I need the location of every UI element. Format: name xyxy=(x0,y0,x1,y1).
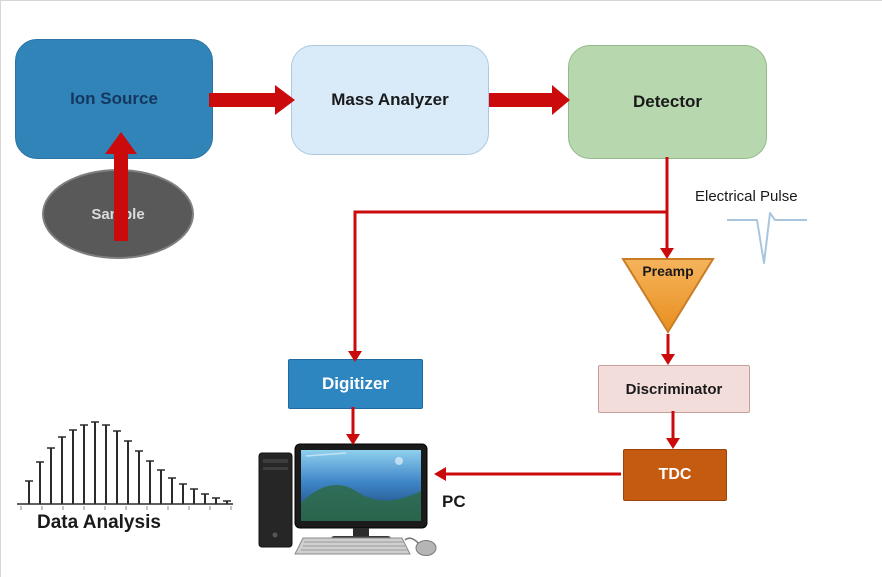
pc-label: PC xyxy=(442,492,466,511)
ion-source-label: Ion Source xyxy=(70,89,158,108)
tdc-label: TDC xyxy=(658,466,692,483)
pc-graphic xyxy=(258,443,437,556)
electrical-pulse-label: Electrical Pulse xyxy=(695,188,798,205)
node-sample: Sample xyxy=(42,169,194,259)
node-tdc: TDC xyxy=(623,449,727,501)
preamp-label: Preamp xyxy=(642,263,694,279)
node-ion-source: Ion Source xyxy=(15,39,213,159)
detector-label: Detector xyxy=(633,92,702,111)
pulse-waveform-icon xyxy=(727,212,807,264)
mass-analyzer-label: Mass Analyzer xyxy=(331,90,449,109)
node-mass-analyzer: Mass Analyzer xyxy=(291,45,489,155)
sample-label: Sample xyxy=(91,205,145,223)
node-detector: Detector xyxy=(568,45,767,159)
data-analysis-label: Data Analysis xyxy=(37,512,161,533)
node-discriminator: Discriminator xyxy=(598,365,750,413)
node-digitizer: Digitizer xyxy=(288,359,423,409)
mass-spectrum-graphic xyxy=(17,421,233,510)
digitizer-label: Digitizer xyxy=(321,374,390,393)
discriminator-label: Discriminator xyxy=(625,380,723,398)
